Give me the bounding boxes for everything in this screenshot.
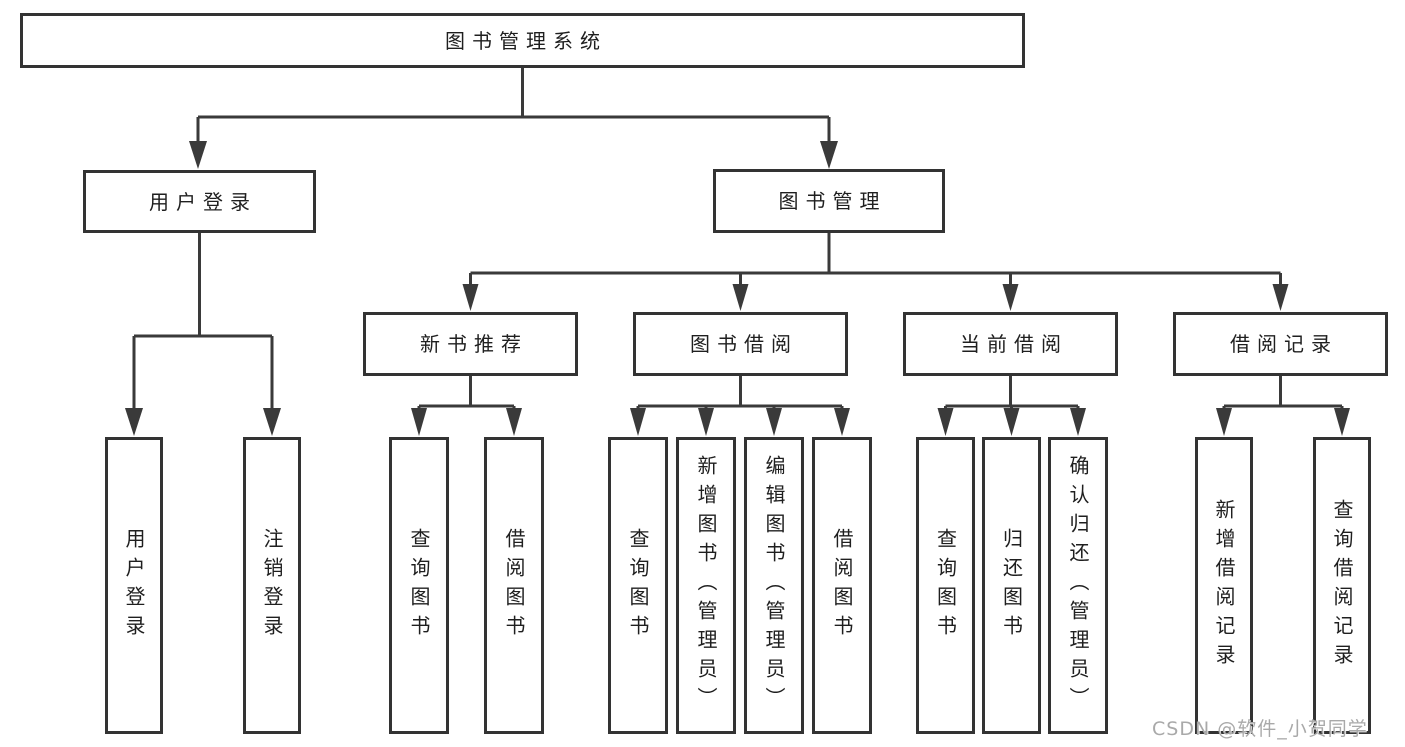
node-borrow-record: 借阅记录 xyxy=(1173,312,1388,376)
node-leaf-query-books-current: 查询图书 xyxy=(916,437,975,734)
node-library-management-system: 图书管理系统 xyxy=(20,13,1025,68)
node-leaf-logout: 注销登录 xyxy=(243,437,301,734)
connector-book-management-to-level3 xyxy=(462,233,1289,311)
node-book-management: 图书管理 xyxy=(713,169,945,233)
node-leaf-borrow-books: 借阅图书 xyxy=(812,437,872,734)
node-leaf-user-login: 用户登录 xyxy=(105,437,163,734)
node-leaf-query-books-borrow: 查询图书 xyxy=(608,437,668,734)
node-current-borrow: 当前借阅 xyxy=(903,312,1118,376)
node-leaf-add-borrow-record: 新增借阅记录 xyxy=(1195,437,1253,734)
node-leaf-return-books: 归还图书 xyxy=(982,437,1041,734)
connector-user-login-children xyxy=(125,233,281,436)
connector-new-book-children xyxy=(411,376,522,436)
node-user-login: 用户登录 xyxy=(83,170,316,233)
node-leaf-query-borrow-record: 查询借阅记录 xyxy=(1313,437,1371,734)
connector-borrow-record-children xyxy=(1216,376,1350,436)
node-new-book-recommend: 新书推荐 xyxy=(363,312,578,376)
connector-current-borrow-children xyxy=(937,376,1086,436)
node-leaf-add-books-admin: 新增图书（管理员） xyxy=(676,437,736,734)
node-leaf-confirm-return-admin: 确认归还（管理员） xyxy=(1048,437,1108,734)
node-book-borrow: 图书借阅 xyxy=(633,312,848,376)
csdn-watermark: CSDN @软件_小贺同学 xyxy=(1152,718,1368,740)
connector-book-borrow-children xyxy=(630,376,850,436)
connector-root-to-level2 xyxy=(189,68,838,169)
node-leaf-query-books-recommend: 查询图书 xyxy=(389,437,449,734)
node-leaf-edit-books-admin: 编辑图书（管理员） xyxy=(744,437,804,734)
node-leaf-borrow-books-recommend: 借阅图书 xyxy=(484,437,544,734)
